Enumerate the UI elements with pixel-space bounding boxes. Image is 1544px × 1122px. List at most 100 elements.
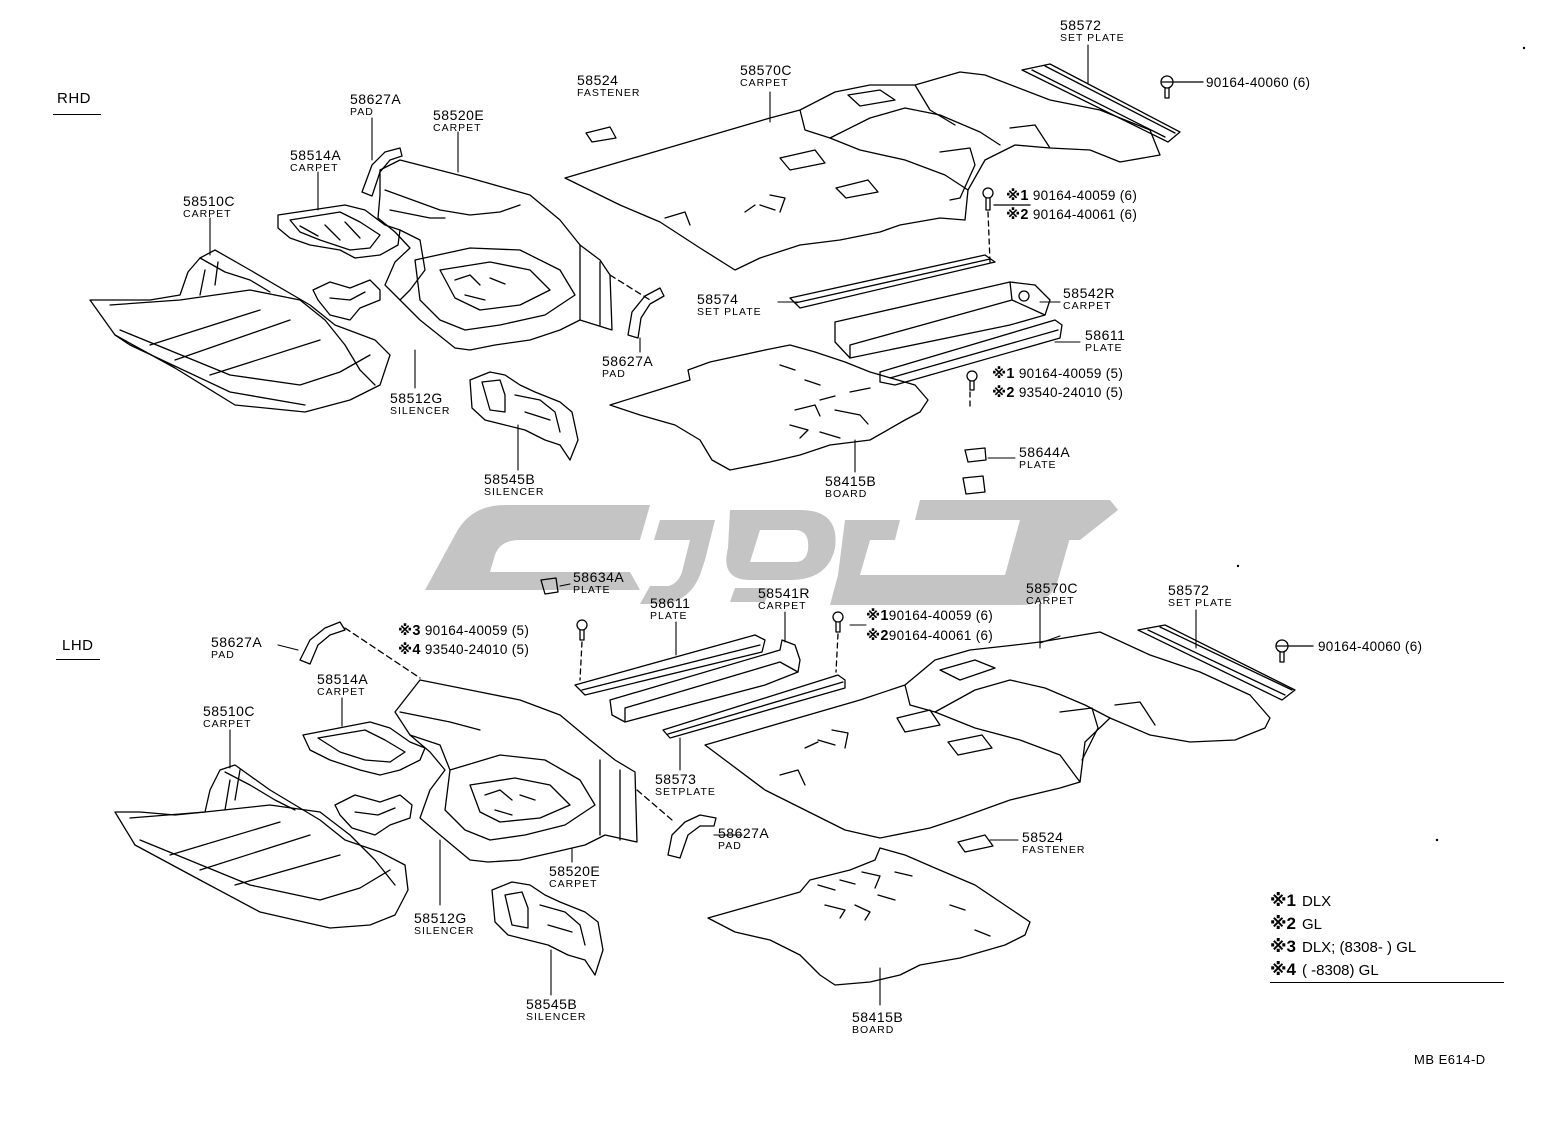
rhd-bolt-90164-40059-b [966,370,978,391]
lhd-fastener-58524 [957,834,994,853]
lhd-rear-carpet-58570c [704,631,1271,839]
rhd-dash-line-2 [987,211,991,263]
rhd-board-58415b [609,344,929,471]
watermark-logo [425,500,1118,605]
rhd-front-carpet-58510c [89,249,391,413]
lhd-plate-58611 [574,634,766,696]
lhd-tunnel-carpet-58520e [394,679,638,863]
lhd-bolt-90164-40059-b [832,611,844,633]
section-underline-lhd [56,659,100,660]
rhd-pad-58627a-top [361,147,403,197]
leader-lines [209,44,1197,1006]
rhd-pad-58627a-mid [627,287,665,339]
section-underline-rhd [53,114,101,115]
diagram-code: MB E614-D [1414,1052,1486,1067]
rhd-rear-carpet-58570c [564,71,1161,271]
section-label-lhd: LHD [62,637,94,654]
fastener-callout: ※1 90164-40059 (5) [992,366,1124,382]
stray-dot-1 [1435,838,1439,842]
lhd-front-carpet-58510c [114,764,409,929]
lhd-dash-line-1 [344,627,421,679]
lhd-pad-58627a-top [299,621,346,665]
lhd-bolt-90164-40060 [1275,639,1289,663]
fastener-callout: ※1 90164-40059 (6) [1006,188,1138,204]
section-label-rhd: RHD [57,90,91,107]
stray-dot-2 [1236,564,1240,568]
lhd-board-58415b [707,847,1031,986]
rhd-carpet-58542r [834,281,1051,359]
rhd-plate-58611 [879,319,1063,386]
lhd-silencer-58545b [491,881,604,976]
rhd-carpet-58514a [277,204,401,259]
rhd-plate-58644a-bottom [962,475,986,495]
lhd-carpet-58514a [302,721,426,776]
lhd-set-plate-58573 [662,674,846,739]
lhd-pad-58627a-bottom [667,814,717,859]
lhd-dash-line-2 [636,789,673,821]
rhd-tunnel-carpet-58520e [377,159,613,351]
fastener-callout: ※2 93540-24010 (5) [992,385,1124,401]
rhd-silencer-58512g [312,279,381,321]
legend-row: ※4( -8308) GL [1270,960,1379,979]
fastener-callout: 90164-40060 (6) [1318,639,1423,654]
rhd-bolt-90164-40059 [982,187,994,211]
rhd-set-plate-58574 [789,254,996,309]
fastener-callout: 90164-40060 (6) [1206,75,1311,90]
lhd-set-plate-58572 [1137,624,1296,701]
fastener-callout: ※3 90164-40059 (5) [398,623,530,639]
lhd-plate-58634a [540,577,559,595]
legend-underline [1270,982,1504,983]
rhd-fastener-58524 [585,126,617,143]
lhd-dash-line-3 [579,641,583,681]
rhd-set-plate-58572 [1021,63,1181,143]
rhd-silencer-58545b [469,371,579,461]
rhd-bolt-90164-40060 [1160,75,1174,99]
fastener-callout: ※290164-40061 (6) [866,628,994,644]
lhd-silencer-58512g [334,794,413,836]
lhd-bolt-90164-40059 [576,619,588,641]
lhd-dash-line-4 [835,633,839,673]
fastener-callout: ※2 90164-40061 (6) [1006,207,1138,223]
fastener-callout: ※190164-40059 (6) [866,608,994,624]
stray-dot-3 [1522,46,1526,50]
fastener-callout: ※4 93540-24010 (5) [398,642,530,658]
lhd-carpet-58541r [609,639,801,723]
rhd-plate-58644a-top [964,447,987,463]
